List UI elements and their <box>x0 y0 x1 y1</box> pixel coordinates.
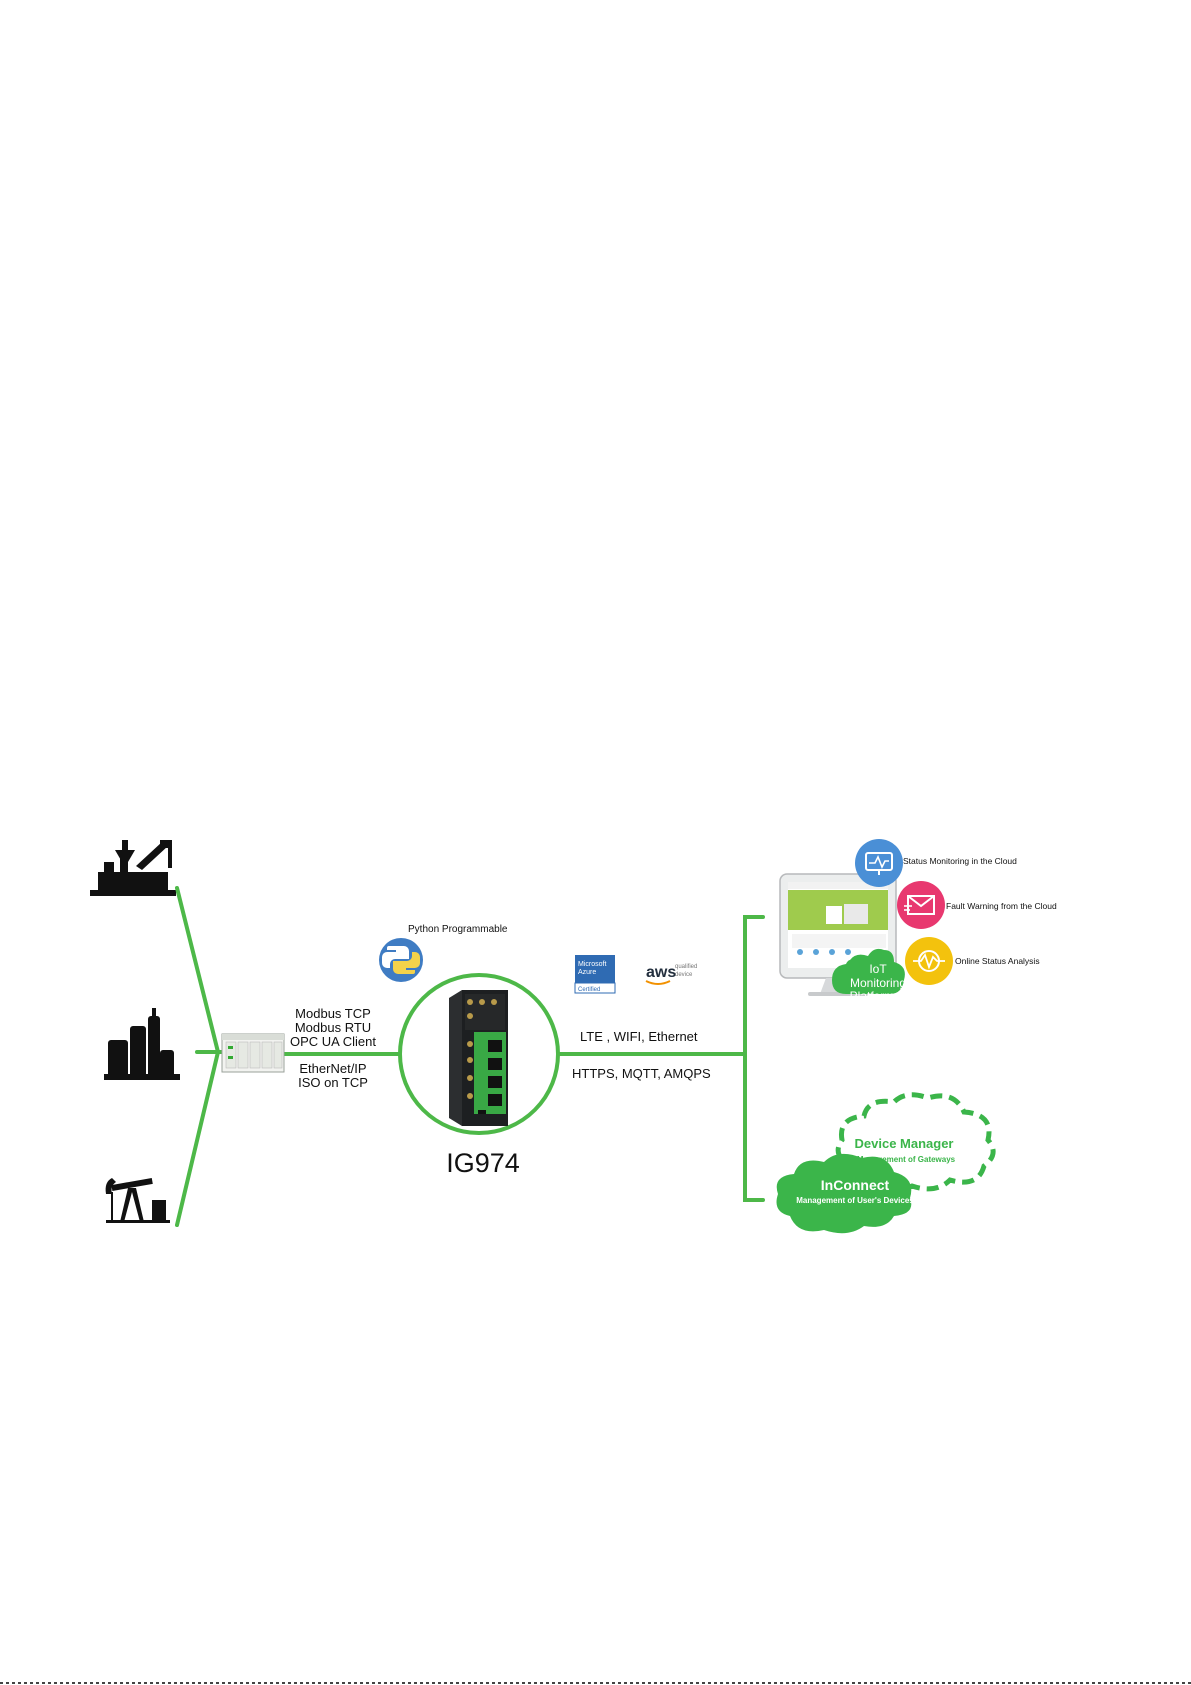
protocol-modbus-tcp: Modbus TCP <box>295 1006 371 1021</box>
plc-controller-image <box>221 1033 285 1073</box>
svg-text:InConnect: InConnect <box>821 1177 890 1193</box>
svg-text:Azure: Azure <box>578 969 596 976</box>
azure-badge: Microsoft Azure Certified <box>574 955 616 994</box>
svg-text:Platform: Platform <box>850 989 895 1003</box>
device-manager-cloud: Device Manager Management of Gateways <box>835 1092 996 1193</box>
svg-text:Monitoring: Monitoring <box>850 976 906 990</box>
refinery-icon <box>104 1008 180 1080</box>
svg-text:Management of Gateways: Management of Gateways <box>857 1155 956 1164</box>
svg-text:device: device <box>675 972 693 978</box>
inconnect-cloud: InConnect Management of User's Devices <box>776 1153 914 1234</box>
aws-badge: aws qualified device <box>645 964 697 985</box>
iot-platform-bubble: IoT Monitoring Platform <box>832 948 906 1003</box>
svg-text:Management of User's Devices: Management of User's Devices <box>796 1196 914 1205</box>
protocol-modbus-rtu: Modbus RTU <box>295 1020 371 1035</box>
protocol-opc-ua: OPC UA Client <box>290 1034 376 1049</box>
feature-status-analysis: Online Status Analysis <box>955 956 1040 966</box>
connectivity-links: LTE , WIFI, Ethernet <box>580 1029 698 1044</box>
svg-text:IoT: IoT <box>869 962 887 976</box>
feature-status-monitoring: Status Monitoring in the Cloud <box>903 856 1017 866</box>
svg-text:qualified: qualified <box>675 964 697 970</box>
status-monitoring-icon <box>855 839 903 887</box>
factory-machinery-icon <box>90 840 176 896</box>
protocol-iso-on-tcp: ISO on TCP <box>298 1075 368 1090</box>
left-protocols: Modbus TCP Modbus RTU OPC UA Client Ethe… <box>290 1006 376 1090</box>
status-analysis-icon <box>905 937 953 985</box>
svg-text:Certified: Certified <box>578 987 600 993</box>
svg-text:Microsoft: Microsoft <box>578 961 606 968</box>
connector-lines <box>175 886 765 1227</box>
protocol-ethernet-ip: EtherNet/IP <box>299 1061 366 1076</box>
connectivity-protocols: HTTPS, MQTT, AMQPS <box>572 1066 711 1081</box>
gateway-model-label: IG974 <box>446 1148 520 1178</box>
fault-warning-icon <box>897 881 945 929</box>
python-icon <box>379 938 423 982</box>
python-label: Python Programmable <box>408 924 508 935</box>
gateway-device-image <box>449 990 508 1126</box>
oil-pump-icon <box>105 1177 170 1223</box>
feature-fault-warning: Fault Warning from the Cloud <box>946 901 1057 911</box>
svg-text:aws: aws <box>646 964 676 981</box>
svg-text:Device Manager: Device Manager <box>855 1136 954 1151</box>
